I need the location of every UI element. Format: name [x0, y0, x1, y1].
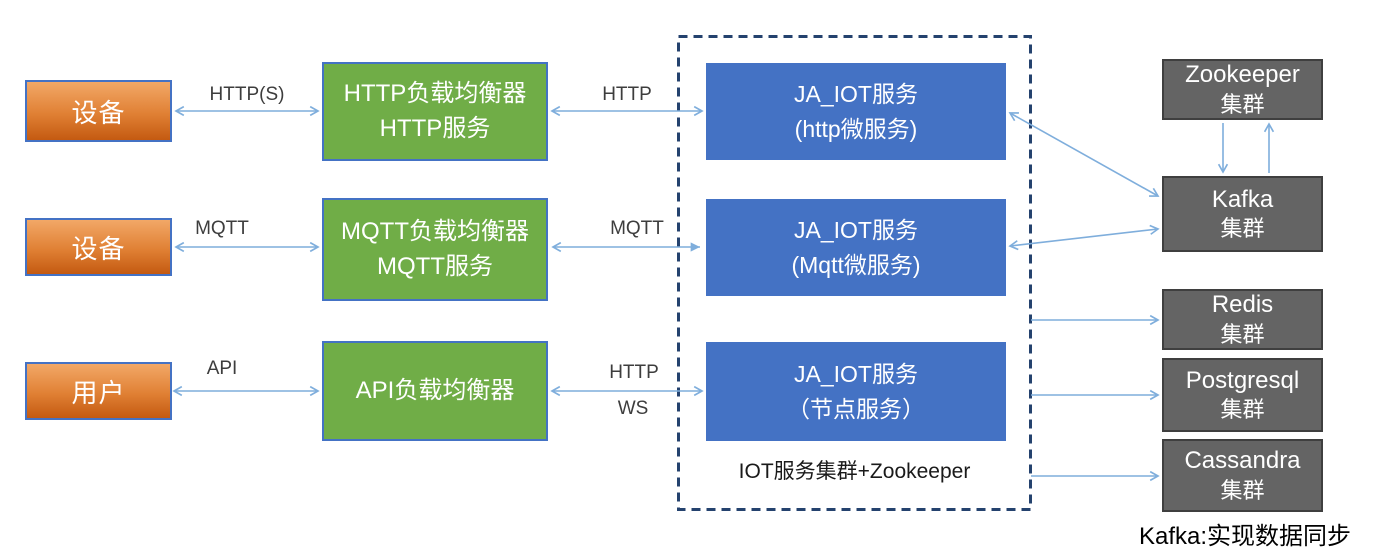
node-cassandra-line2: 集群 [1220, 477, 1265, 503]
edge-iot-http-kafka [1010, 113, 1158, 196]
node-redis-line1: Redis [1211, 291, 1274, 319]
edge-label-ws: WS [617, 398, 649, 419]
node-cassandra-line1: Cassandra [1184, 447, 1301, 475]
node-kafka-line2: 集群 [1220, 216, 1265, 242]
node-zookeeper-line1: Zookeeper [1185, 61, 1300, 89]
node-mqtt-lb-line2: MQTT服务 [377, 252, 493, 280]
node-postgresql-cluster: Postgresql 集群 [1162, 358, 1323, 432]
edge-iot-mqtt-kafka [1010, 229, 1158, 246]
node-http-lb-line1: HTTP负载均衡器 [343, 80, 527, 108]
node-postgresql-line1: Postgresql [1185, 366, 1300, 394]
node-user: 用户 [25, 362, 172, 420]
node-device-1: 设备 [25, 80, 172, 142]
node-iot-http-line1: JA_IOT服务 [794, 81, 918, 107]
node-iot-node-service: JA_IOT服务 （节点服务） [706, 342, 1006, 441]
edge-label-mqtt-left: MQTT [195, 218, 249, 239]
cluster-boundary [677, 35, 1032, 511]
node-user-label: 用户 [71, 377, 126, 408]
node-device-1-label: 设备 [71, 97, 126, 128]
node-mqtt-lb: MQTT负载均衡器 MQTT服务 [322, 198, 548, 301]
node-cassandra-cluster: Cassandra 集群 [1162, 439, 1323, 512]
node-http-lb-line2: HTTP服务 [379, 114, 491, 142]
node-zookeeper-cluster: Zookeeper 集群 [1162, 59, 1323, 120]
node-api-lb-line1: API负载均衡器 [355, 376, 515, 404]
node-api-lb: API负载均衡器 [322, 341, 548, 441]
node-iot-node-line2: （节点服务） [787, 395, 925, 422]
cluster-label: IOT服务集群+Zookeeper [738, 460, 971, 483]
node-iot-node-line1: JA_IOT服务 [794, 361, 918, 387]
node-mqtt-lb-line1: MQTT负载均衡器 [341, 218, 529, 246]
edge-label-https: HTTP(S) [209, 84, 285, 105]
node-kafka-line1: Kafka [1211, 185, 1274, 213]
edge-label-http-row1: HTTP [602, 84, 652, 105]
footnote-kafka-sync: Kafka:实现数据同步 [1139, 523, 1352, 550]
node-zookeeper-line2: 集群 [1220, 91, 1265, 117]
node-iot-mqtt-line2: (Mqtt微服务) [791, 251, 921, 278]
edge-label-http-row3: HTTP [609, 362, 659, 383]
edge-label-api: API [206, 358, 238, 379]
node-device-2-label: 设备 [71, 233, 126, 264]
node-device-2: 设备 [25, 218, 172, 276]
edge-label-mqtt-mid: MQTT [610, 218, 664, 239]
node-redis-line2: 集群 [1220, 321, 1265, 347]
node-iot-mqtt-service: JA_IOT服务 (Mqtt微服务) [706, 199, 1006, 296]
node-iot-mqtt-line1: JA_IOT服务 [794, 217, 918, 243]
node-redis-cluster: Redis 集群 [1162, 289, 1323, 350]
node-iot-http-service: JA_IOT服务 (http微服务) [706, 63, 1006, 160]
node-iot-http-line2: (http微服务) [794, 115, 918, 142]
node-http-lb: HTTP负载均衡器 HTTP服务 [322, 62, 548, 161]
node-kafka-cluster: Kafka 集群 [1162, 176, 1323, 252]
node-postgresql-line2: 集群 [1220, 397, 1265, 423]
